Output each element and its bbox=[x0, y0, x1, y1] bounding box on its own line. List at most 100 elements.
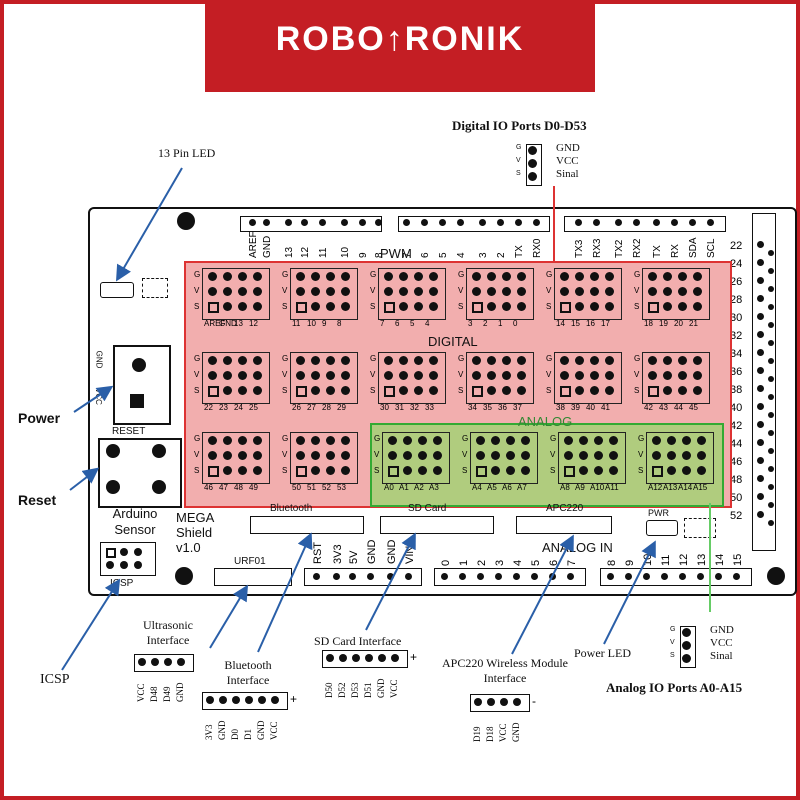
port-pin bbox=[403, 466, 412, 475]
port-pin bbox=[605, 371, 614, 380]
port-pin bbox=[472, 287, 481, 296]
port-pin bbox=[296, 287, 305, 296]
port-pin bbox=[502, 386, 511, 395]
port-pin bbox=[575, 302, 584, 311]
analog-in-pin bbox=[715, 573, 722, 580]
port-pin bbox=[609, 466, 618, 475]
digital-pin-label: 20 bbox=[674, 319, 683, 328]
gvs-label: V bbox=[374, 450, 380, 459]
interface-pin bbox=[219, 696, 227, 704]
port-pin bbox=[341, 451, 350, 460]
port-pin bbox=[590, 386, 599, 395]
right-pin bbox=[757, 421, 764, 428]
power-connector bbox=[113, 345, 171, 425]
port-pin bbox=[476, 436, 485, 445]
port-pin bbox=[693, 287, 702, 296]
interface-pin bbox=[339, 654, 347, 662]
port-pin bbox=[579, 436, 588, 445]
right-pin bbox=[768, 502, 774, 508]
interface-pin bbox=[206, 696, 214, 704]
port-pin bbox=[384, 302, 395, 313]
port-pin bbox=[652, 436, 661, 445]
port-pin bbox=[609, 436, 618, 445]
gvs-label: S bbox=[194, 466, 200, 475]
port-pin bbox=[487, 356, 496, 365]
gvs-label: G bbox=[282, 354, 289, 363]
port-pin bbox=[429, 371, 438, 380]
digital-pin-label: 29 bbox=[337, 403, 346, 412]
gvs-label: V bbox=[370, 370, 376, 379]
right-pin bbox=[757, 457, 764, 464]
port-pin bbox=[517, 356, 526, 365]
gvs-label: V bbox=[462, 450, 468, 459]
port-pin bbox=[678, 287, 687, 296]
right-header bbox=[752, 213, 776, 551]
gvs-label: V bbox=[282, 370, 288, 379]
pwr-label: PWR bbox=[648, 508, 669, 518]
legend2-sinal: Sinal bbox=[710, 650, 733, 662]
port-pin bbox=[590, 302, 599, 311]
port-pin bbox=[253, 466, 262, 475]
analog-in-header-1 bbox=[434, 568, 586, 586]
port-pin bbox=[388, 436, 397, 445]
analog-pin-label: A3 bbox=[429, 483, 439, 492]
port-pin bbox=[341, 386, 350, 395]
gvs-label: S bbox=[370, 386, 376, 395]
port-pin bbox=[560, 356, 569, 365]
port-pin bbox=[341, 287, 350, 296]
digital-pin-label: 4 bbox=[425, 319, 430, 328]
mega-shield-label: MEGA Shield v1.0 bbox=[176, 510, 214, 555]
port-pin bbox=[678, 272, 687, 281]
port-pin bbox=[472, 356, 481, 365]
legend-sinal: Sinal bbox=[556, 168, 579, 180]
analog-pin-label: A8 bbox=[560, 483, 570, 492]
port-block-frame bbox=[378, 352, 446, 404]
right-pin-label: 50 bbox=[730, 492, 743, 504]
top-pin bbox=[341, 219, 348, 226]
apc220-header bbox=[516, 516, 612, 534]
port-pin bbox=[693, 356, 702, 365]
urf01-header-label: URF01 bbox=[234, 556, 266, 567]
digital-pin-label: 16 bbox=[586, 319, 595, 328]
port-pin bbox=[648, 272, 657, 281]
port-pin bbox=[208, 272, 217, 281]
port-pin bbox=[208, 386, 219, 397]
digital-pin-label: 24 bbox=[234, 403, 243, 412]
port-pin bbox=[223, 272, 232, 281]
port-pin bbox=[223, 466, 232, 475]
top-pin bbox=[375, 219, 382, 226]
right-pin bbox=[768, 430, 774, 436]
port-pin bbox=[682, 451, 691, 460]
mount-hole-bl bbox=[175, 567, 193, 585]
port-pin bbox=[341, 356, 350, 365]
gvs-label: V bbox=[282, 450, 288, 459]
port-pin bbox=[472, 272, 481, 281]
port-pin bbox=[399, 371, 408, 380]
digital-pin-label: 21 bbox=[689, 319, 698, 328]
polarity-plus: + bbox=[290, 692, 298, 706]
port-pin bbox=[253, 272, 262, 281]
digital-pin-label: 17 bbox=[601, 319, 610, 328]
digital-pin-label: 15 bbox=[571, 319, 580, 328]
port-pin bbox=[311, 356, 320, 365]
right-pin bbox=[768, 376, 774, 382]
port-pin bbox=[311, 386, 320, 395]
interface-pin bbox=[487, 698, 495, 706]
right-pin bbox=[757, 331, 764, 338]
port-pin bbox=[502, 302, 511, 311]
icsp-pin bbox=[120, 548, 128, 556]
port-block-frame bbox=[470, 432, 538, 484]
analog-io-zone bbox=[370, 423, 724, 507]
port-block-frame bbox=[290, 432, 358, 484]
port-pin bbox=[648, 287, 657, 296]
port-pin bbox=[208, 451, 217, 460]
right-pin bbox=[768, 448, 774, 454]
port-pin bbox=[296, 386, 307, 397]
pwm-label: PWM bbox=[380, 246, 412, 261]
port-block-frame bbox=[558, 432, 626, 484]
sdcard-header bbox=[380, 516, 494, 534]
port-pin bbox=[403, 451, 412, 460]
